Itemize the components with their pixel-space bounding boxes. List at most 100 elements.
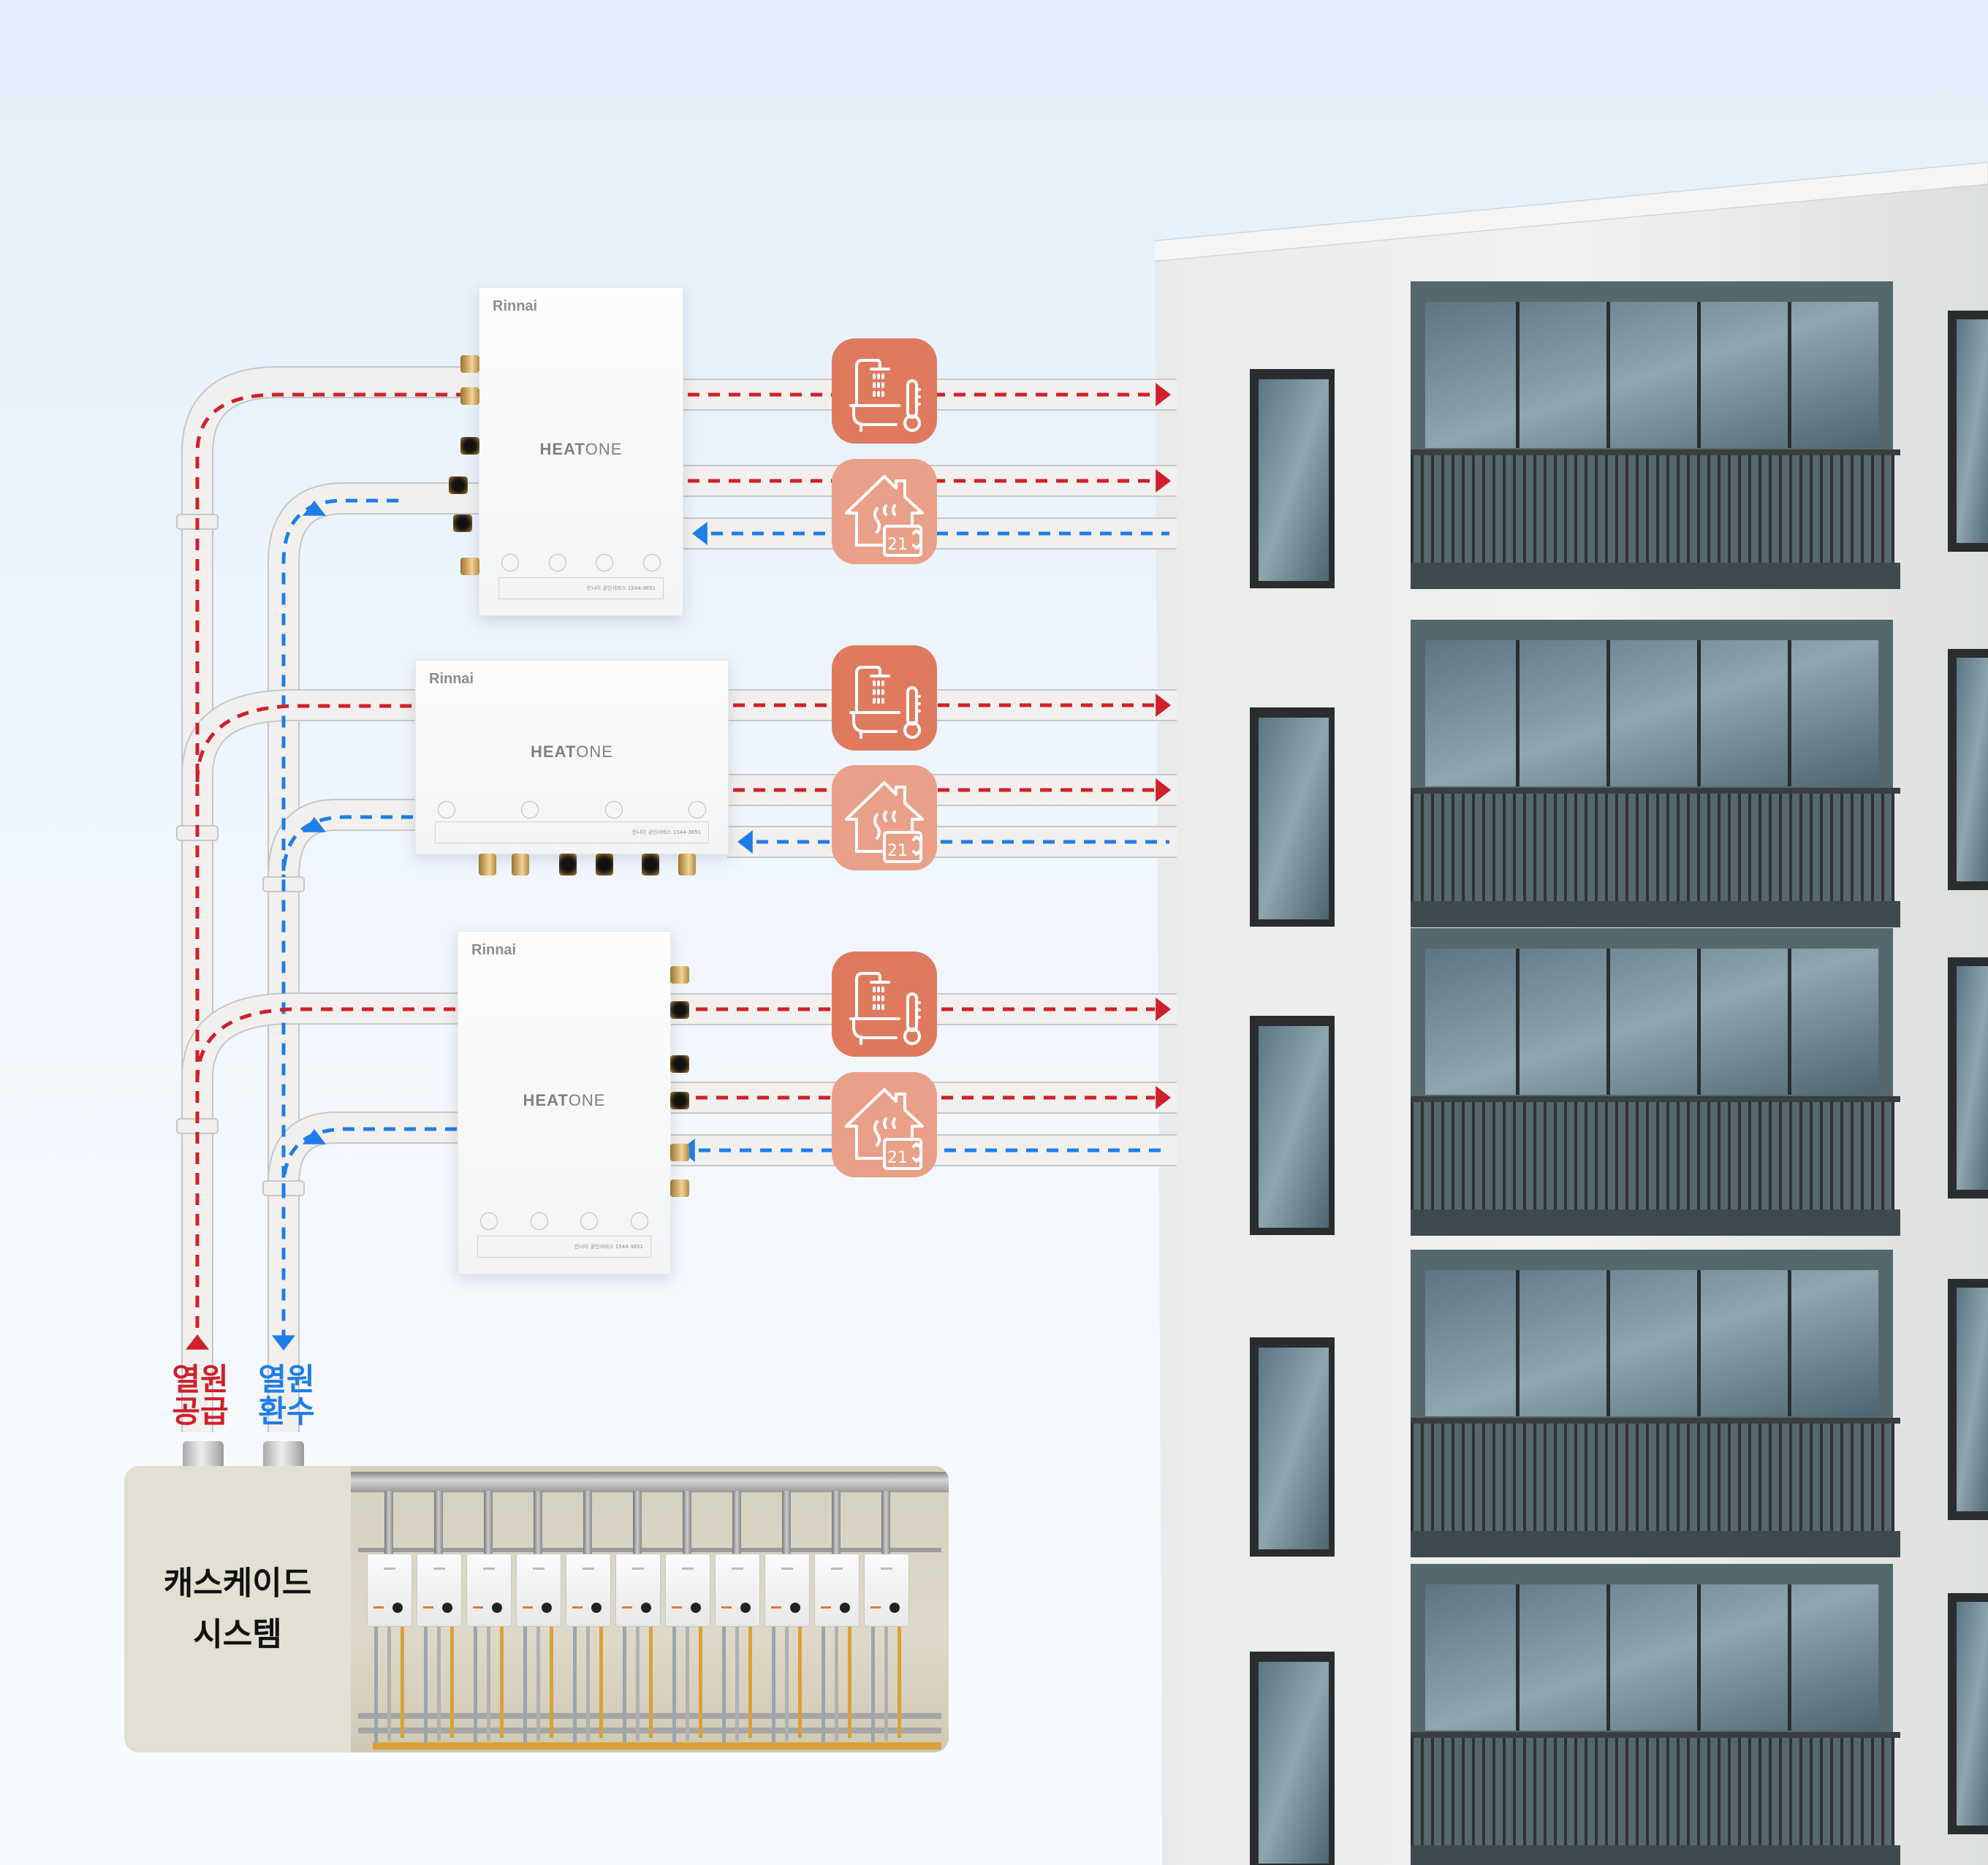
shower-bathtub-thermometer-icon (849, 666, 921, 739)
flue-pipe (583, 1491, 592, 1554)
floor-2 (1250, 620, 1988, 927)
cascade-boiler (516, 1554, 561, 1627)
water-line (884, 1627, 888, 1741)
shower-bathtub-thermometer-icon (849, 359, 921, 432)
window-mullion (1606, 949, 1610, 1095)
pipe-fitting (512, 854, 529, 875)
flue-pipe (832, 1491, 841, 1554)
window-mullion (1606, 1270, 1610, 1416)
right-window-glass (1957, 658, 1988, 881)
heatone-unit-3: Rinnai HEATONE 린나이 공인서비스 1544-3651 (458, 931, 671, 1275)
supply-main-pipe-outline (181, 366, 482, 1432)
heatone-logo: HEATONE (539, 440, 623, 458)
hot-water-arrow-3 (1156, 998, 1171, 1021)
water-line (649, 1627, 653, 1738)
warning-icons (501, 554, 661, 571)
water-line (871, 1627, 875, 1744)
floor-1 (1250, 281, 1988, 589)
balcony-slab (1411, 563, 1900, 589)
balcony-glass (1425, 640, 1878, 786)
pipe-fitting (670, 1180, 689, 1197)
water-line (474, 1627, 477, 1744)
pipe-fitting (479, 854, 496, 875)
water-line (686, 1627, 689, 1741)
pipe-fitting (642, 854, 659, 875)
floor-3 (1250, 928, 1988, 1236)
water-line (401, 1627, 404, 1738)
svg-text:21: 21 (887, 842, 908, 860)
hot-water-icon-2 (832, 645, 937, 751)
cascade-boiler (367, 1554, 412, 1627)
window-mullion (1697, 1584, 1701, 1731)
service-info: 린나이 공인서비스 1544-3651 (435, 821, 709, 843)
pipe-fitting (670, 966, 689, 984)
balcony-glass (1425, 1270, 1878, 1416)
balcony-slab (1411, 1845, 1900, 1865)
flue-pipe (732, 1491, 741, 1554)
flue-pipe (384, 1491, 393, 1554)
cascade-boiler (665, 1554, 710, 1627)
window-mullion (1516, 302, 1520, 448)
heating-return-arrow-2 (737, 830, 753, 854)
water-line (586, 1627, 590, 1741)
water-line (636, 1627, 640, 1741)
balcony-slab (1411, 1209, 1900, 1236)
supply-flow-3 (195, 1007, 460, 1082)
water-line (599, 1627, 603, 1738)
service-info: 린나이 공인서비스 1544-3651 (498, 577, 664, 599)
return-main-pipe (269, 484, 479, 1432)
water-line (722, 1627, 726, 1744)
hot-water-arrow-1 (1156, 383, 1171, 406)
water-line (699, 1627, 702, 1738)
window-mullion (1788, 949, 1791, 1095)
right-window-glass (1957, 1602, 1988, 1826)
return-flow-3 (281, 1127, 457, 1188)
brand-rinnai: Rinnai (493, 298, 538, 314)
pipe-fitting (670, 1001, 689, 1019)
flue-pipe (534, 1491, 542, 1554)
water-line (450, 1627, 454, 1738)
right-window-glass (1957, 319, 1988, 543)
balcony-glass (1425, 302, 1878, 448)
heating-return-arrow-1 (692, 522, 707, 545)
flue-pipe (881, 1491, 890, 1554)
hot-water-arrow-2 (1156, 694, 1171, 717)
return-arrow-unit3 (303, 1129, 326, 1144)
brand-rinnai: Rinnai (471, 942, 517, 958)
flue-pipe (633, 1491, 642, 1554)
water-line (835, 1627, 838, 1741)
supply-main-pipe (183, 368, 482, 1432)
supply-flow-2 (195, 704, 417, 783)
side-window-glass (1259, 718, 1329, 919)
svg-text:21: 21 (887, 536, 908, 554)
window-mullion (1516, 1270, 1520, 1416)
window-mullion (1516, 1584, 1520, 1731)
window-mullion (1606, 640, 1610, 786)
water-line (748, 1627, 752, 1738)
heating-icon-3: 21 (832, 1072, 937, 1177)
warning-icons (480, 1212, 648, 1230)
window-mullion (1697, 949, 1701, 1095)
pipe-fitting (678, 854, 696, 875)
cascade-boiler (864, 1554, 909, 1627)
flue-pipe (683, 1491, 691, 1554)
return-arrow-unit2 (303, 817, 326, 832)
window-mullion (1788, 1584, 1791, 1731)
water-line (387, 1627, 391, 1741)
pipe-fitting (460, 558, 479, 575)
water-line (500, 1627, 504, 1738)
window-mullion (1606, 302, 1610, 448)
pipe-fitting (559, 854, 577, 875)
right-window-glass (1957, 966, 1988, 1190)
return-connector (263, 1441, 304, 1469)
heating-supply-arrow-2 (1156, 778, 1171, 802)
heatone-unit-1: Rinnai HEATONE 린나이 공인서비스 1544-3651 (479, 287, 683, 616)
railing-bars (1411, 1102, 1900, 1212)
pipe-fitting (670, 1144, 689, 1161)
heating-icon-2: 21 (832, 765, 937, 870)
window-mullion (1697, 302, 1701, 448)
cascade-boiler (466, 1554, 512, 1627)
